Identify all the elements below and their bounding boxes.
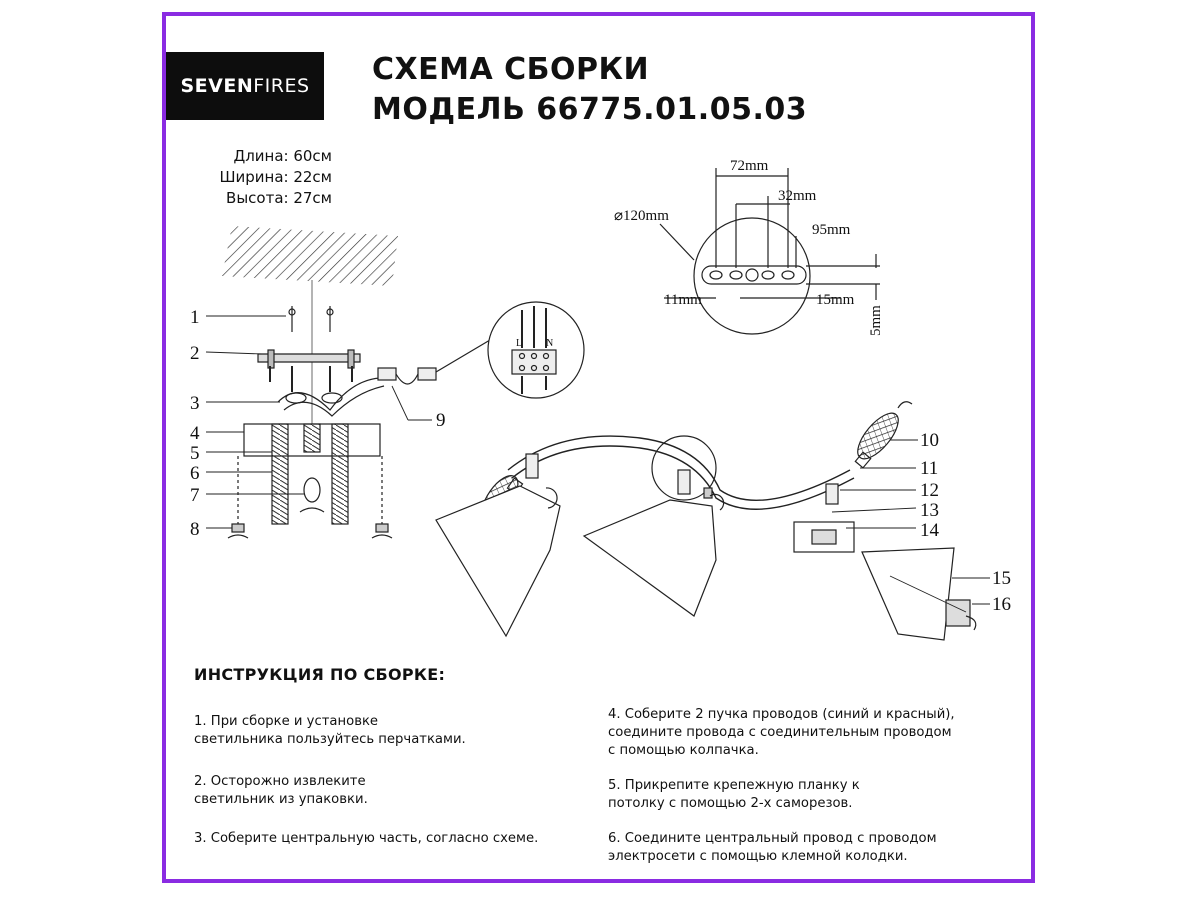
instruction-step-1: 1. При сборке и установке светильника по… (194, 714, 466, 747)
shade-holders (525, 453, 839, 505)
dimension-d120: ⌀120mm (614, 208, 669, 224)
page-title: СХЕМА СБОРКИ МОДЕЛЬ 66775.01.05.03 (372, 50, 807, 130)
mount-plate-detail (659, 168, 880, 335)
title-line2: МОДЕЛЬ 66775.01.05.03 (372, 92, 808, 127)
screw-pair (288, 306, 334, 332)
lamp-arm (507, 435, 855, 510)
dimensions-block: Длина: 60см Ширина: 22см Высота: 27см (190, 146, 332, 209)
shade-left (435, 485, 561, 638)
part-11-label: 11 (920, 458, 938, 479)
bulb-right (854, 401, 913, 469)
terminal-block-small (377, 339, 491, 385)
instruction-step-5: 5. Прикрепите крепежную планку к потолку… (608, 778, 860, 811)
dimension-15: 15mm (816, 292, 855, 308)
wire-bundle (277, 377, 385, 417)
title-line1: СХЕМА СБОРКИ (372, 52, 650, 87)
part-6-label: 6 (190, 463, 200, 484)
dimension-95: 95mm (812, 222, 851, 238)
dimension-11: 11mm (664, 292, 702, 308)
leader-lines-right (831, 439, 990, 605)
part-9-label: 9 (436, 410, 446, 431)
part-7-label: 7 (190, 485, 200, 506)
page-border (162, 12, 1035, 883)
part-15-label: 15 (992, 568, 1011, 589)
dimension-length: Длина: 60см (233, 147, 332, 165)
dimension-height: Высота: 27см (226, 189, 332, 207)
mounting-bar (257, 349, 361, 392)
part-10-label: 10 (920, 430, 939, 451)
part-12-label: 12 (920, 480, 939, 501)
dimension-72: 72mm (730, 158, 769, 174)
canopy-assembly (227, 423, 393, 539)
part-13-label: 13 (920, 500, 939, 521)
part-2-label: 2 (190, 343, 200, 364)
dimension-width: Ширина: 22см (219, 168, 332, 186)
terminal-label-N: N (546, 338, 553, 349)
instruction-step-6: 6. Соедините центральный провод с провод… (608, 831, 937, 864)
part-1-label: 1 (190, 307, 200, 328)
part-4-label: 4 (190, 423, 200, 444)
part-5-label: 5 (190, 443, 200, 464)
brand-light: FIRES (253, 75, 310, 97)
dimension-32: 32mm (778, 188, 817, 204)
terminal-zoom (487, 301, 585, 399)
ceiling (222, 226, 398, 286)
part-16-label: 16 (992, 594, 1011, 615)
part-8-label: 8 (190, 519, 200, 540)
shade-center (582, 493, 725, 617)
instruction-step-2: 2. Осторожно извлеките светильник из упа… (194, 774, 368, 807)
shade-right (793, 521, 977, 641)
instruction-step-3: 3. Соберите центральную часть, согласно … (194, 831, 539, 846)
part-14-label: 14 (920, 520, 940, 541)
terminal-label-L: L (516, 338, 522, 349)
brand-bold: SEVEN (180, 75, 254, 97)
instruction-step-4: 4. Соберите 2 пучка проводов (синий и кр… (608, 707, 955, 758)
dimension-5: 5mm (868, 305, 884, 336)
leader-lines-left (205, 315, 432, 529)
part-3-label: 3 (190, 393, 200, 414)
instructions-heading: ИНСТРУКЦИЯ ПО СБОРКЕ: (194, 665, 446, 684)
